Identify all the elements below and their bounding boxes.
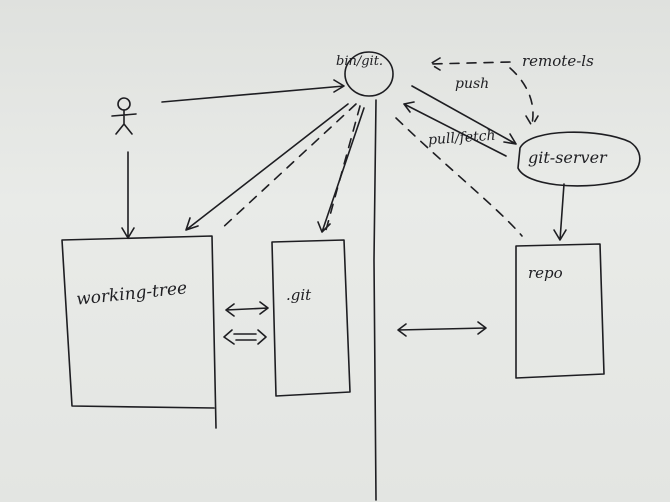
repo-box: [515, 243, 605, 379]
working-tree-box: [61, 235, 217, 429]
push-arrow: [411, 85, 517, 145]
remote-ls-label: remote-ls: [522, 52, 594, 70]
user-to-git-arrow: [161, 79, 345, 103]
remote-ls-to-server-arrow: [509, 67, 539, 127]
git-server-label: git-server: [528, 148, 607, 167]
user-stick-figure: [111, 97, 137, 135]
git-to-git-dir-arrow: [317, 107, 365, 233]
git-to-working-tree-arrow: [185, 103, 349, 231]
server-to-repo-arrow: [553, 183, 567, 241]
git-binary-label: bin/git.: [336, 54, 384, 69]
push-label: push: [455, 76, 490, 92]
git-server-node: [517, 131, 641, 187]
git-binary-node: [344, 51, 394, 97]
git-to-repo-dashed: [395, 117, 523, 237]
paper-fold-line: [373, 99, 377, 501]
git-to-working-tree-dashed: [219, 103, 357, 231]
git-dir-label: .git: [286, 286, 312, 304]
pull-fetch-arrow: [403, 101, 507, 157]
user-to-working-tree-arrow: [121, 151, 135, 239]
working-tree-git-arrow-top: [225, 301, 269, 317]
repo-label: repo: [528, 264, 563, 282]
working-tree-git-arrow-bottom: [223, 329, 267, 345]
remote-ls-arrow: [429, 57, 511, 71]
git-repo-double-arrow: [397, 321, 487, 337]
git-to-git-dir-dashed: [325, 105, 361, 231]
git-dir-box: [271, 239, 351, 397]
